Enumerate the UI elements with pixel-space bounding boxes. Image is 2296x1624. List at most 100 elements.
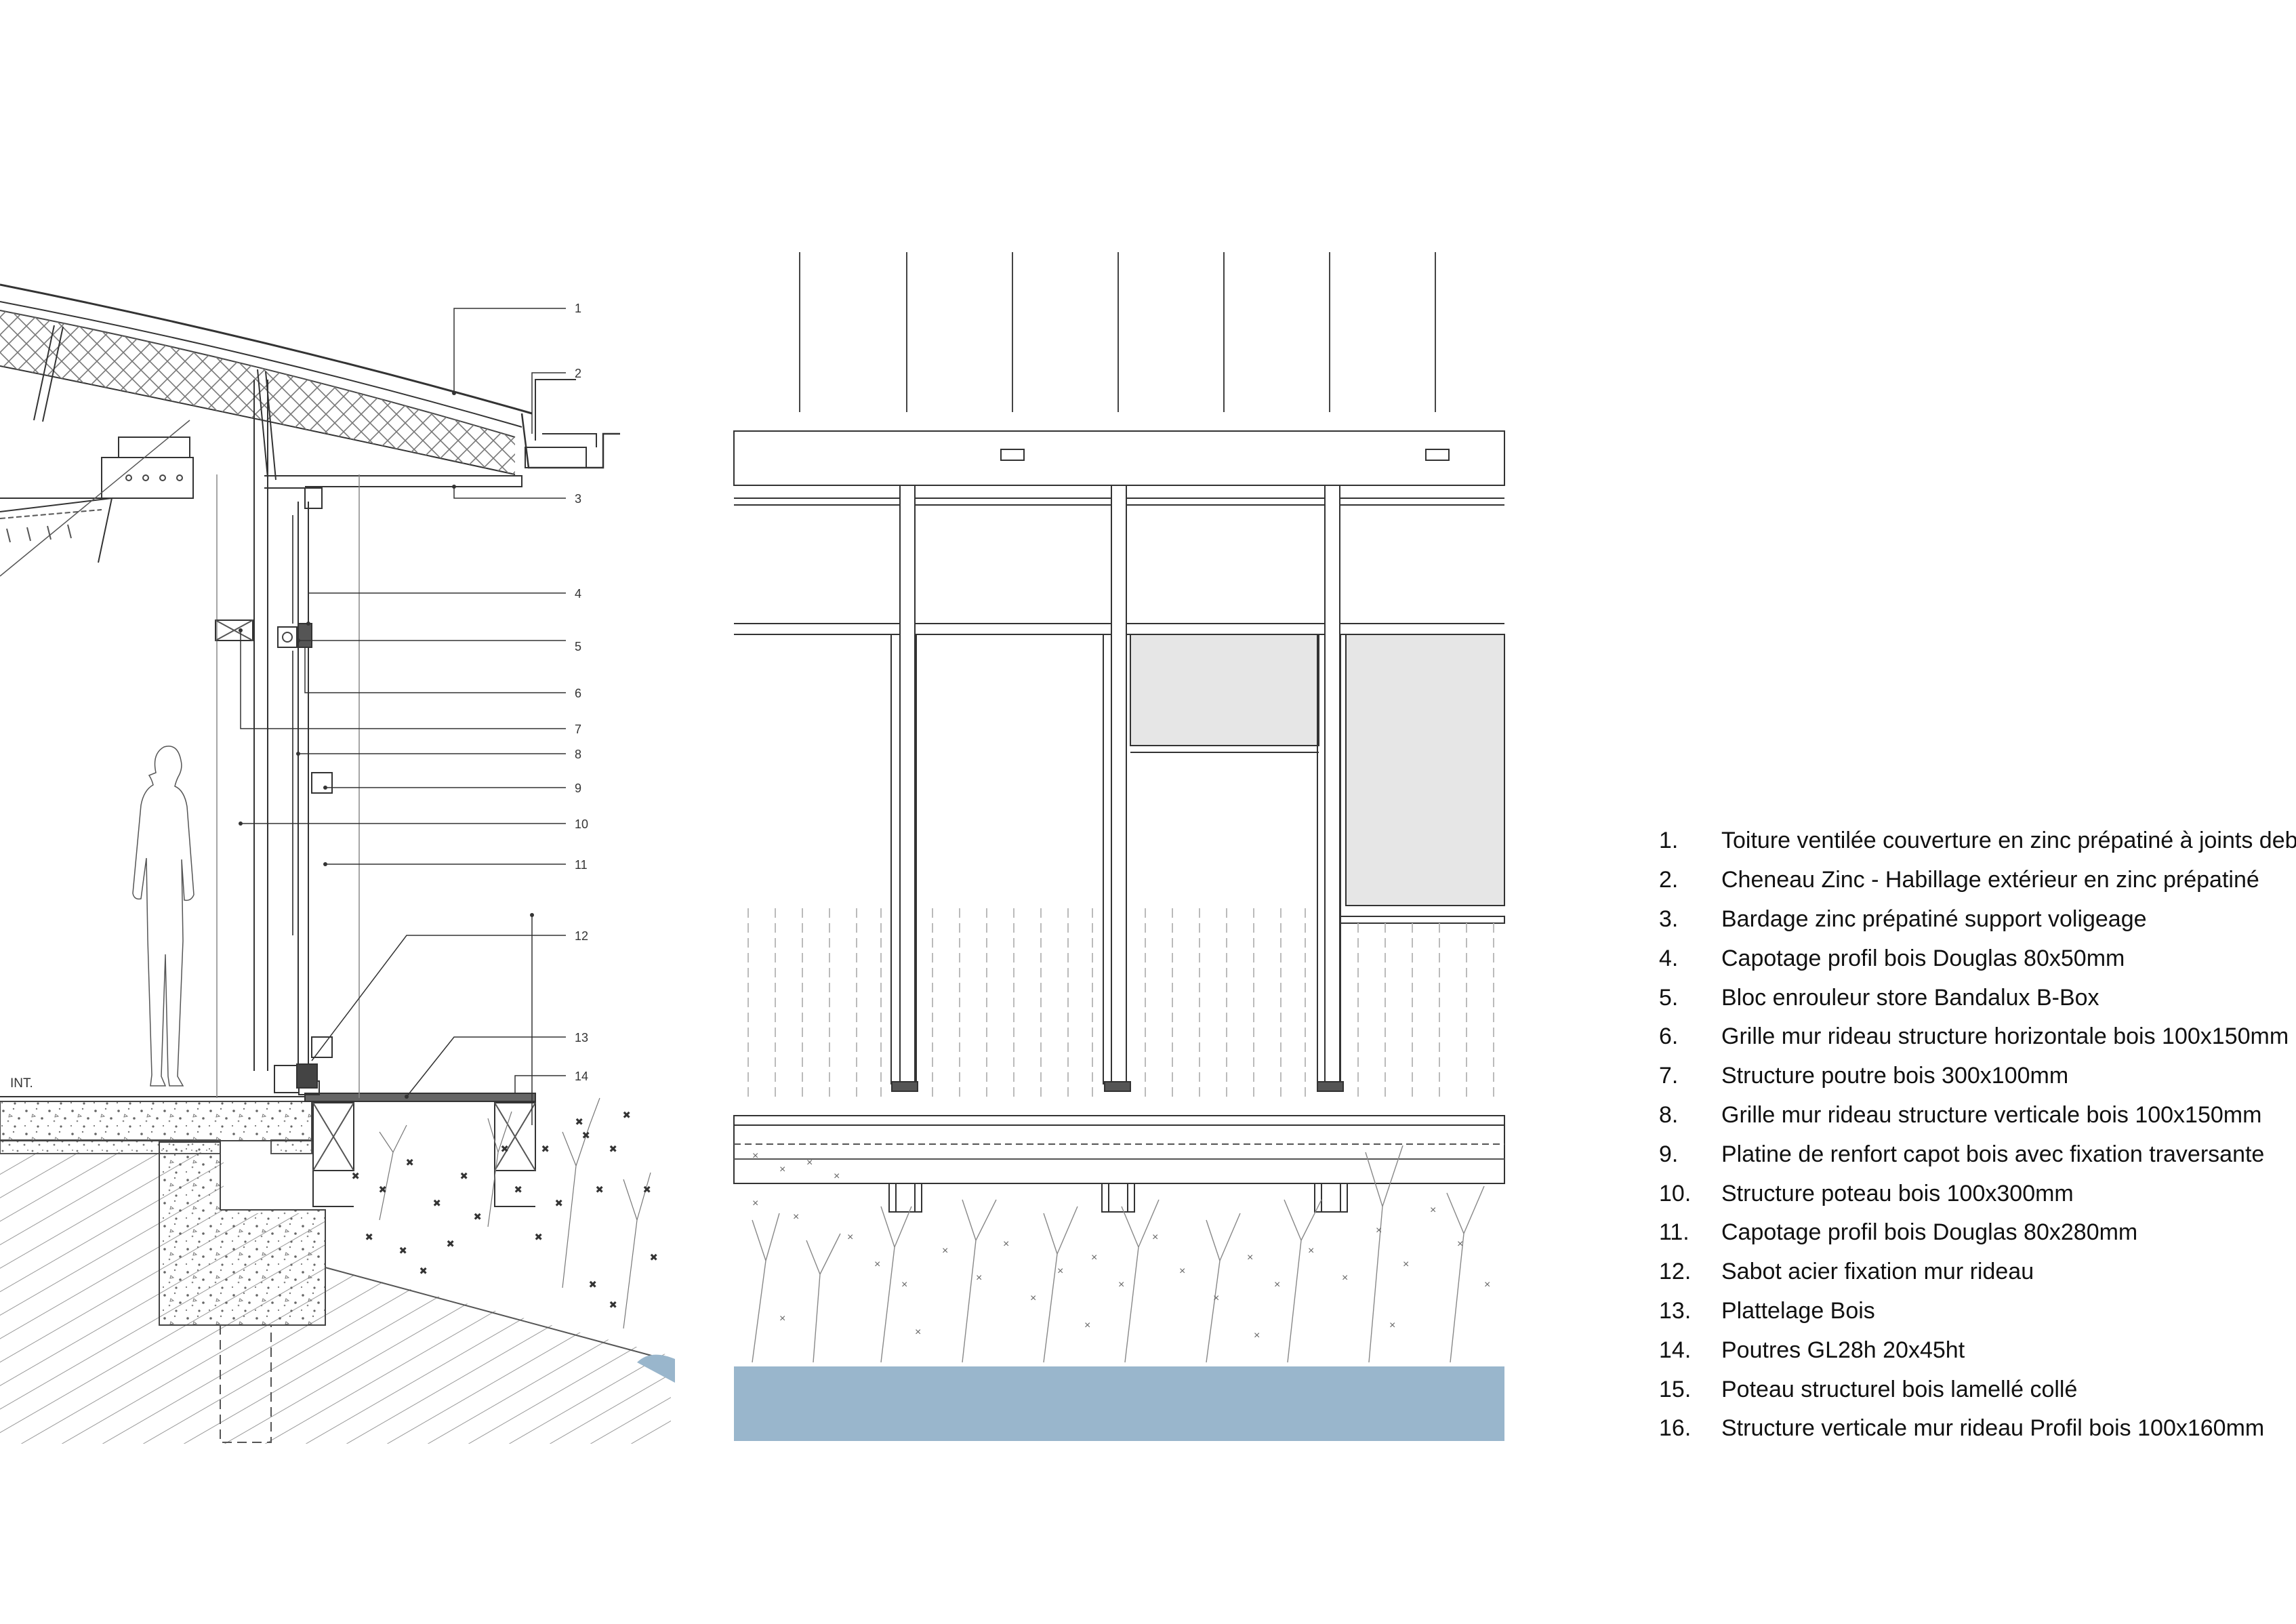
svg-text:×: × <box>352 1171 358 1182</box>
section-drawing: ××× ××× ××× ××× ××× ××× ××× ××× <box>0 283 675 1444</box>
svg-text:×: × <box>610 1143 616 1155</box>
legend-text: Toiture ventilée couverture en zinc prép… <box>1721 828 2296 854</box>
legend-item: 16. Structure verticale mur rideau Profi… <box>1659 1409 2296 1448</box>
legend-item: 1. Toiture ventilée couverture en zinc p… <box>1659 821 2296 861</box>
legend-number: 15. <box>1659 1376 1692 1402</box>
legend-number: 13. <box>1659 1297 1692 1324</box>
svg-text:×: × <box>596 1184 602 1196</box>
svg-text:×: × <box>976 1272 982 1284</box>
svg-text:×: × <box>400 1245 406 1257</box>
svg-text:×: × <box>1152 1232 1158 1243</box>
legend-text: Bloc enrouleur store Bandalux B-Box <box>1721 984 2099 1011</box>
svg-text:×: × <box>806 1157 813 1169</box>
callout-9: 9 <box>575 781 581 795</box>
svg-text:×: × <box>434 1198 440 1209</box>
svg-text:×: × <box>1003 1238 1009 1250</box>
svg-text:×: × <box>515 1184 521 1196</box>
section-callouts: 1 2 3 4 5 6 7 8 9 10 11 12 13 14 INT. <box>10 302 588 1091</box>
callout-4: 4 <box>575 587 581 601</box>
legend-item: 10. Structure poteau bois 100x300mm <box>1659 1174 2296 1213</box>
legend-number: 11. <box>1659 1219 1689 1246</box>
svg-text:×: × <box>874 1259 880 1270</box>
legend-text: Grille mur rideau structure verticale bo… <box>1721 1101 2262 1128</box>
legend-number: 2. <box>1659 867 1679 893</box>
svg-text:×: × <box>1403 1259 1409 1270</box>
legend-number: 8. <box>1659 1101 1679 1128</box>
legend-text: Cheneau Zinc - Habillage extérieur en zi… <box>1721 867 2259 893</box>
svg-text:×: × <box>407 1157 413 1169</box>
svg-text:×: × <box>590 1279 596 1291</box>
legend-number: 6. <box>1659 1023 1679 1050</box>
elevation-drawing: ××× ××× ××× ××× ××× ××× ××× ××× ××× ××× … <box>733 252 1505 1441</box>
svg-text:×: × <box>474 1211 480 1223</box>
legend-number: 7. <box>1659 1063 1679 1089</box>
svg-text:×: × <box>752 1198 758 1209</box>
callout-13: 13 <box>575 1031 588 1044</box>
legend-item: 13. Plattelage Bois <box>1659 1292 2296 1331</box>
svg-text:×: × <box>1030 1293 1036 1304</box>
legend-text: Bardage zinc prépatiné support voligeage <box>1721 906 2147 932</box>
svg-text:×: × <box>1057 1265 1063 1277</box>
svg-text:×: × <box>1091 1252 1097 1263</box>
svg-text:×: × <box>366 1232 372 1243</box>
svg-text:×: × <box>1274 1279 1280 1291</box>
svg-text:×: × <box>644 1184 650 1196</box>
legend-number: 3. <box>1659 906 1679 932</box>
svg-text:×: × <box>1254 1330 1260 1341</box>
legend-number: 1. <box>1659 828 1679 854</box>
svg-text:×: × <box>942 1245 948 1257</box>
svg-text:×: × <box>420 1265 426 1277</box>
svg-text:×: × <box>1430 1204 1436 1216</box>
legend: 1. Toiture ventilée couverture en zinc p… <box>1659 821 2296 1448</box>
callout-6: 6 <box>575 687 581 700</box>
legend-text: Capotage profil bois Douglas 80x280mm <box>1721 1219 2138 1246</box>
callout-11: 11 <box>575 858 588 872</box>
legend-number: 14. <box>1659 1337 1692 1363</box>
callout-8: 8 <box>575 748 581 761</box>
svg-text:×: × <box>1342 1272 1348 1284</box>
legend-item: 12. Sabot acier fixation mur rideau <box>1659 1253 2296 1292</box>
svg-text:×: × <box>501 1143 508 1155</box>
legend-item: 8. Grille mur rideau structure verticale… <box>1659 1096 2296 1135</box>
svg-text:×: × <box>847 1232 853 1243</box>
callout-5: 5 <box>575 640 581 653</box>
svg-text:×: × <box>1308 1245 1314 1257</box>
legend-number: 16. <box>1659 1415 1692 1442</box>
callout-7: 7 <box>575 723 581 736</box>
callout-2: 2 <box>575 367 581 380</box>
svg-text:×: × <box>583 1130 589 1141</box>
svg-text:×: × <box>779 1313 785 1324</box>
svg-text:×: × <box>1213 1293 1219 1304</box>
legend-text: Structure poteau bois 100x300mm <box>1721 1180 2074 1206</box>
legend-text: Sabot acier fixation mur rideau <box>1721 1259 2034 1285</box>
legend-number: 5. <box>1659 984 1679 1011</box>
svg-text:×: × <box>1247 1252 1253 1263</box>
legend-number: 10. <box>1659 1180 1692 1206</box>
legend-item: 11. Capotage profil bois Douglas 80x280m… <box>1659 1213 2296 1253</box>
svg-text:×: × <box>915 1326 921 1338</box>
svg-text:×: × <box>542 1143 548 1155</box>
callout-12: 12 <box>575 929 588 943</box>
svg-text:×: × <box>1484 1279 1490 1291</box>
legend-item: 3. Bardage zinc prépatiné support volige… <box>1659 900 2296 939</box>
legend-text: Grille mur rideau structure horizontale … <box>1721 1023 2289 1050</box>
legend-number: 12. <box>1659 1259 1692 1285</box>
legend-text: Plattelage Bois <box>1721 1297 1875 1324</box>
svg-text:×: × <box>779 1164 785 1175</box>
svg-text:×: × <box>1084 1320 1090 1331</box>
svg-text:×: × <box>1376 1225 1382 1236</box>
svg-text:×: × <box>461 1171 467 1182</box>
svg-text:×: × <box>1457 1238 1463 1250</box>
legend-item: 9. Platine de renfort capot bois avec fi… <box>1659 1135 2296 1174</box>
svg-text:×: × <box>752 1150 758 1162</box>
legend-text: Poteau structurel bois lamellé collé <box>1721 1376 2078 1402</box>
legend-text: Structure poutre bois 300x100mm <box>1721 1063 2069 1089</box>
svg-text:×: × <box>1389 1320 1395 1331</box>
callout-10: 10 <box>575 817 588 831</box>
legend-item: 15. Poteau structurel bois lamellé collé <box>1659 1370 2296 1409</box>
callout-1: 1 <box>575 302 581 315</box>
svg-text:×: × <box>901 1279 907 1291</box>
legend-text: Structure verticale mur rideau Profil bo… <box>1721 1415 2265 1442</box>
callout-14: 14 <box>575 1070 588 1083</box>
